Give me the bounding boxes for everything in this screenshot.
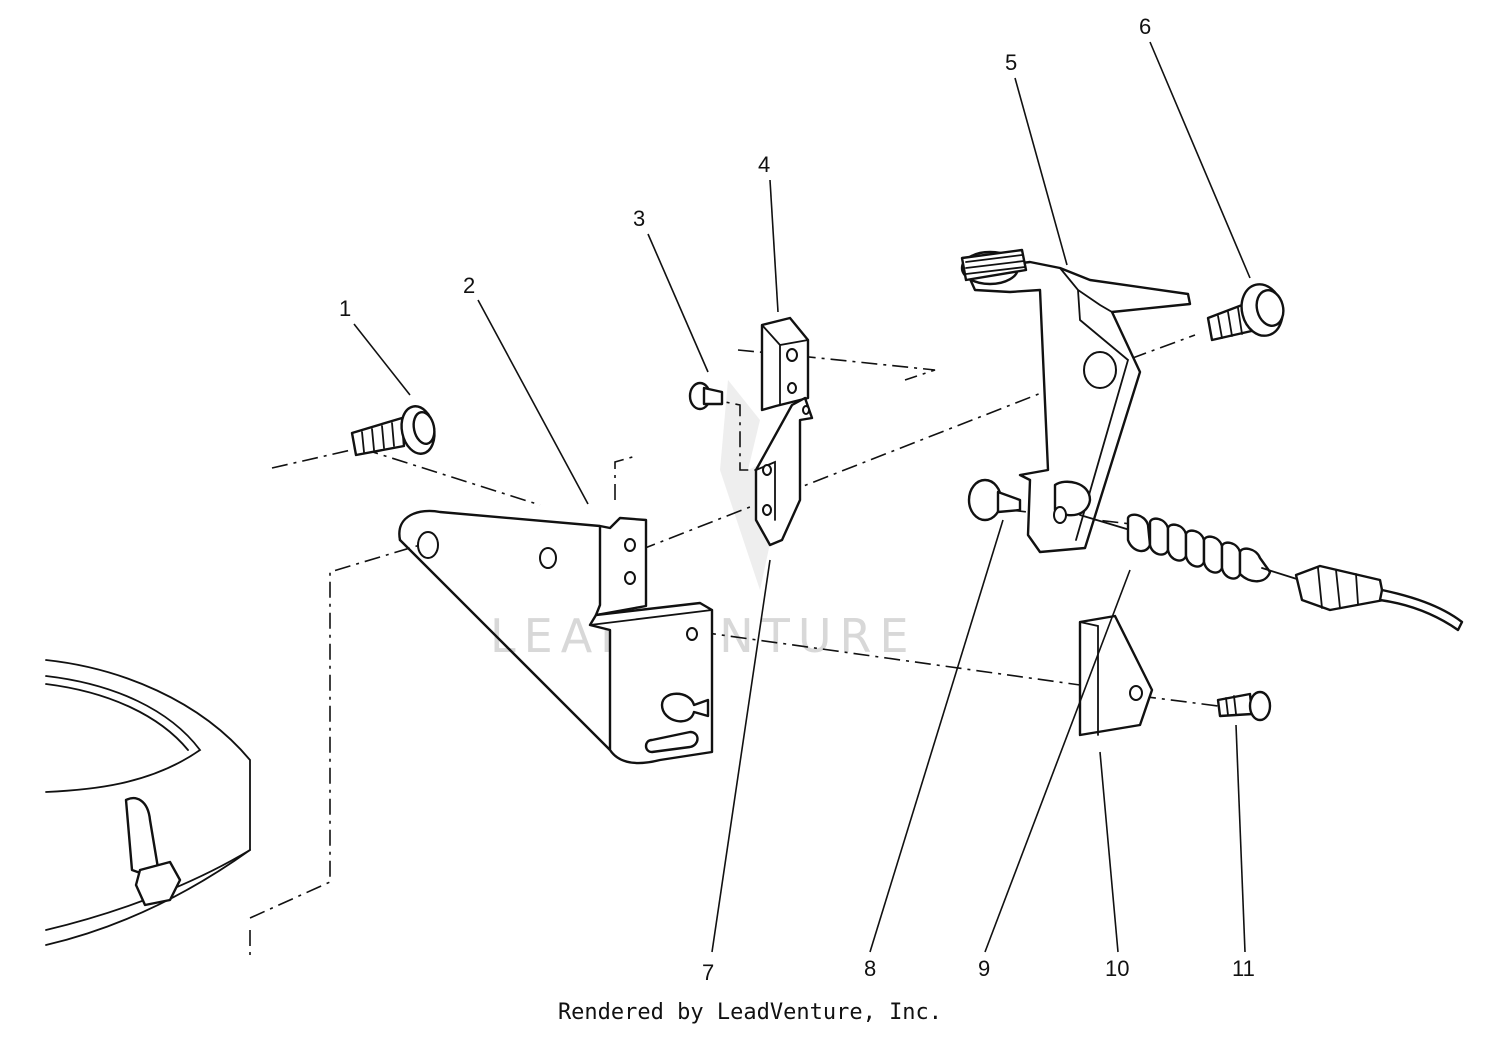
callout-7: 7 — [702, 960, 714, 985]
callout-11: 11 — [1232, 956, 1255, 981]
callout-6: 6 — [1139, 14, 1151, 39]
part-4-clip — [760, 316, 810, 412]
callout-4: 4 — [758, 152, 770, 177]
part-2-bracket — [398, 509, 714, 765]
callout-10: 10 — [1105, 956, 1129, 981]
callout-1: 1 — [339, 296, 351, 321]
part-1-bolt — [350, 405, 436, 457]
callout-8: 8 — [864, 956, 876, 981]
part-8-knob — [967, 478, 1022, 522]
part-10-plate — [1078, 614, 1154, 737]
footer-credit: Rendered by LeadVenture, Inc. — [557, 1000, 943, 1025]
callout-3: 3 — [633, 206, 645, 231]
callout-5: 5 — [1005, 50, 1017, 75]
part-9-cable-spring — [1079, 513, 1464, 632]
callout-9: 9 — [978, 956, 990, 981]
leader-lines — [353, 41, 1251, 953]
part-5-lever — [960, 248, 1192, 554]
part-11-screw — [1216, 690, 1272, 722]
engine-housing — [45, 659, 251, 946]
part-3-pin — [688, 381, 724, 411]
part-6-bolt — [1206, 283, 1285, 342]
part-7-clip — [754, 396, 814, 547]
callout-2: 2 — [463, 273, 475, 298]
